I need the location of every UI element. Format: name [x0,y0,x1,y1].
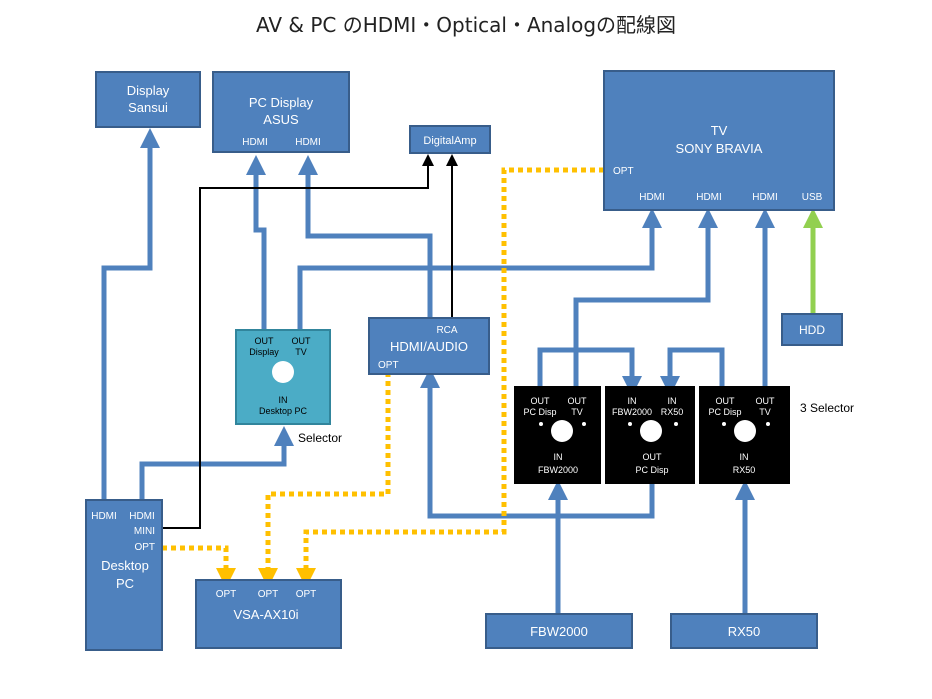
vsa-label: VSA-AX10i [233,607,298,622]
selector-in-1: IN [279,395,288,405]
desktop-pc-label-2: PC [116,576,134,591]
vsa-port-opt-1: OPT [216,589,237,600]
sel1-led-left [539,422,543,426]
pc-port-hdmi-1: HDMI [91,511,117,522]
three-selector-1: OUT PC Disp OUT TV IN FBW2000 [514,386,601,484]
sel3-knob [734,420,756,442]
selector-knob [272,361,294,383]
selector-in-2: Desktop PC [259,406,308,416]
selector-out-display-1: OUT [255,336,275,346]
display-sansui-label: Display [127,83,170,98]
sel2-in-rx-1: IN [668,396,677,406]
digital-amp-box: DigitalAmp [409,125,491,154]
display-sansui-box: Display Sansui [95,71,201,128]
sel3-led-right [766,422,770,426]
pc-display-asus-box: PC Display ASUS HDMI HDMI [212,71,350,153]
tv-label: TV [711,123,728,138]
vsa-port-opt-3: OPT [296,589,317,600]
tv-port-opt: OPT [613,166,634,177]
pc-port-mini: MINI [134,526,155,537]
sel2-out-2: PC Disp [635,465,668,475]
hdmi-line-pc-to-sansui [101,128,160,500]
sel2-led-left [628,422,632,426]
three-selector-caption: 3 Selector [800,401,854,415]
digital-amp-label: DigitalAmp [423,135,476,147]
sel1-out-pcdisp-1: OUT [531,396,551,406]
pc-port-hdmi-2: HDMI [129,511,155,522]
analog-line-pc-to-digitalamp [160,154,434,529]
selector-out-tv-1: OUT [292,336,312,346]
sel3-in-2: RX50 [733,465,756,475]
vsa-box: OPT OPT OPT VSA-AX10i [195,579,342,649]
sel3-out-pcdisp-1: OUT [716,396,736,406]
display-sansui-brand: Sansui [128,100,168,115]
sel3-out-pcdisp-2: PC Disp [708,407,741,417]
sel1-in-1: IN [554,452,563,462]
hdmi-audio-rca: RCA [436,325,457,336]
optical-line-audio-to-vsa [258,372,391,588]
optical-line-pc-to-vsa [162,545,236,588]
sel1-out-tv-2: TV [571,407,583,417]
sel2-in-fbw-1: IN [628,396,637,406]
tv-port-hdmi-1: HDMI [639,192,665,203]
tv-brand: SONY BRAVIA [676,141,763,156]
vsa-port-opt-2: OPT [258,589,279,600]
hdmi-line-audio-to-asus [298,155,433,318]
sel1-knob [551,420,573,442]
hdmi-audio-opt: OPT [378,360,399,371]
sel2-in-fbw-2: FBW2000 [612,407,652,417]
hdmi-line-sel1-to-tv [573,208,718,386]
asus-brand: ASUS [263,112,299,127]
sel2-in-rx-2: RX50 [661,407,684,417]
fbw2000-label: FBW2000 [530,624,588,639]
tv-port-hdmi-2: HDMI [696,192,722,203]
hdmi-line-sel2-to-audio [420,368,655,519]
asus-port-hdmi-right: HDMI [295,137,321,148]
hdmi-line-pc-to-selector [139,426,294,500]
selector-out-tv-2: TV [295,347,307,357]
hdd-label: HDD [799,323,825,337]
selector-out-display-2: Display [249,347,279,357]
sel2-led-right [674,422,678,426]
sel1-out-tv-1: OUT [568,396,588,406]
sel3-led-left [722,422,726,426]
sel1-in-2: FBW2000 [538,465,578,475]
sel1-led-right [582,422,586,426]
hdmi-line-selector-to-asus [246,155,267,330]
hdmi-line-sel3-to-sel2 [660,347,725,396]
sel3-out-tv-1: OUT [756,396,776,406]
connections [101,128,823,614]
selector-caption: Selector [298,431,342,445]
desktop-pc-box: HDMI HDMI MINI OPT Desktop PC [85,499,163,651]
asus-port-hdmi-left: HDMI [242,137,268,148]
hdmi-audio-label: HDMI/AUDIO [390,339,468,354]
pc-port-opt: OPT [134,542,155,553]
selector-box: OUT Display OUT TV IN Desktop PC [235,329,331,425]
desktop-pc-label-1: Desktop [101,558,149,573]
optical-line-tv-to-vsa [296,167,604,588]
sel2-knob [640,420,662,442]
sel3-in-1: IN [740,452,749,462]
sel3-out-tv-2: TV [759,407,771,417]
sel2-out-1: OUT [643,452,663,462]
hdmi-line-sel1-to-sel2 [537,347,642,396]
hdmi-audio-box: RCA HDMI/AUDIO OPT [368,317,490,375]
hdd-box: HDD [781,313,843,346]
asus-label: PC Display [249,95,314,110]
tv-box: TV SONY BRAVIA OPT HDMI HDMI HDMI USB [603,70,835,211]
three-selector-2: IN FBW2000 IN RX50 OUT PC Disp [605,386,695,484]
three-selector-3: OUT PC Disp OUT TV IN RX50 [699,386,790,484]
rx50-label: RX50 [728,624,761,639]
tv-port-usb: USB [802,192,823,203]
hdmi-line-selector-to-tv [297,208,662,330]
tv-port-hdmi-3: HDMI [752,192,778,203]
diagram-title: AV & PC のHDMI・Optical・Analogの配線図 [256,13,676,37]
rx50-box: RX50 [670,613,818,649]
fbw2000-box: FBW2000 [485,613,633,649]
sel1-out-pcdisp-2: PC Disp [523,407,556,417]
